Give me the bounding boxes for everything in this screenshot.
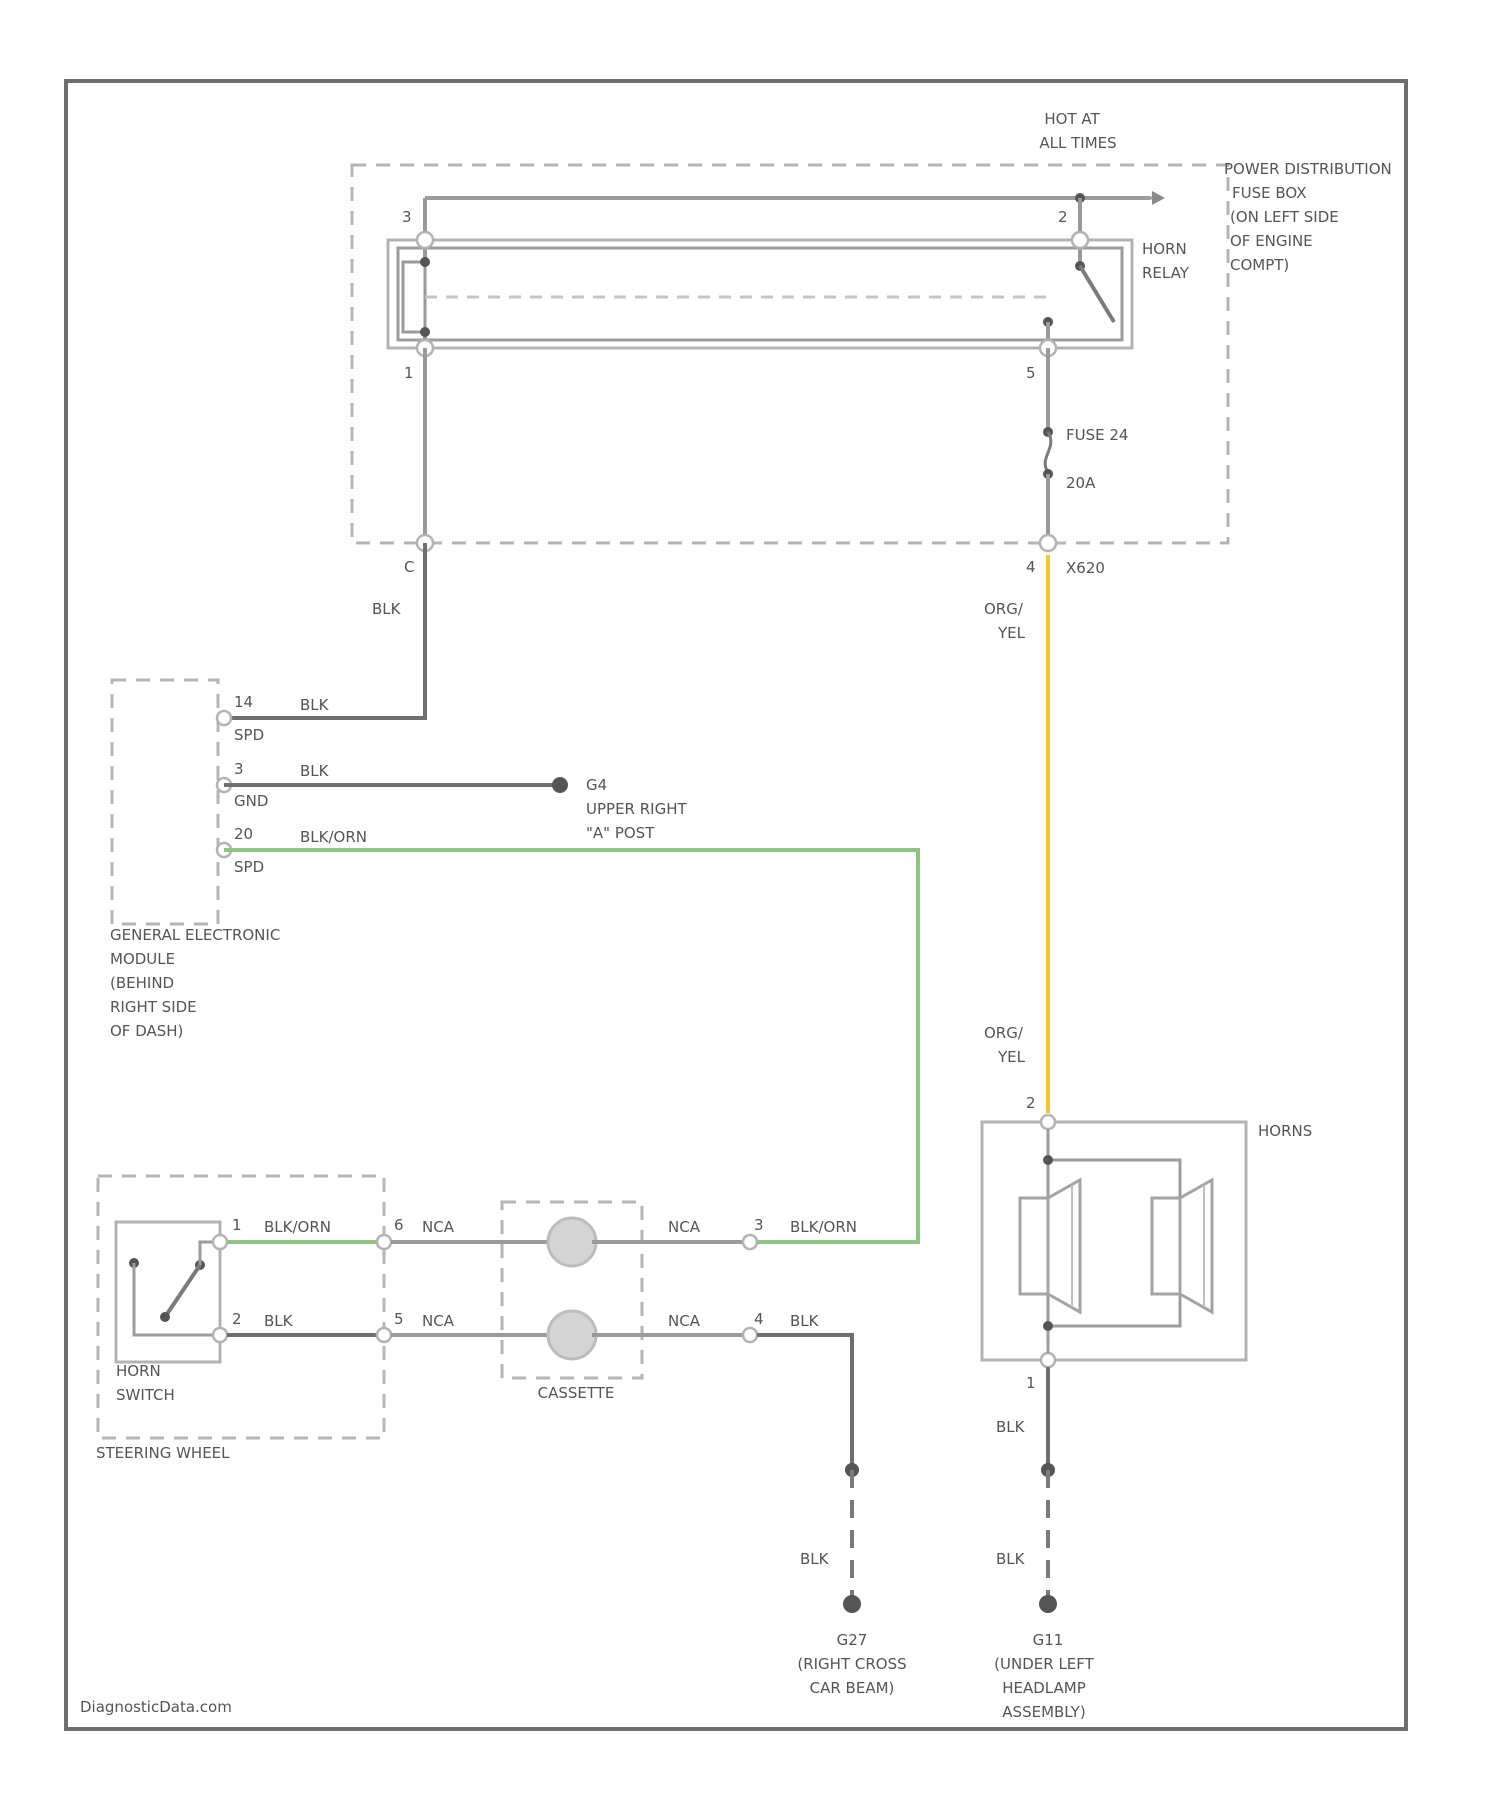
watermark: DiagnosticData.com	[80, 1698, 232, 1716]
ground-g27-loc-1: (RIGHT CROSS	[797, 1655, 906, 1673]
pin-relay-3: 3	[402, 208, 412, 226]
gem-label-3: (BEHIND	[110, 974, 174, 992]
wire-org-yel-bot-2: YEL	[997, 1048, 1026, 1066]
wire-blk-orn-gem: BLK/ORN	[300, 828, 367, 846]
ground-g11-label: G11	[1033, 1631, 1064, 1649]
ground-g27-label: G27	[837, 1631, 868, 1649]
ground-g11-loc-2: HEADLAMP	[1002, 1679, 1086, 1697]
ground-g4-loc-1: UPPER RIGHT	[586, 800, 687, 818]
pin-gem-14: 14	[234, 693, 253, 711]
horn-switch-label-1: HORN	[116, 1362, 161, 1380]
gem-label-1: GENERAL ELECTRONIC	[110, 926, 280, 944]
wire-nca-1: NCA	[422, 1218, 455, 1236]
pin-pdc-4: 4	[1026, 558, 1036, 576]
horn-switch-label-2: SWITCH	[116, 1386, 175, 1404]
horns-label: HORNS	[1258, 1122, 1312, 1140]
pin-switch-1: 1	[232, 1216, 242, 1234]
pin-horns-1: 1	[1026, 1374, 1036, 1392]
pdc-label-3: (ON LEFT SIDE	[1230, 208, 1339, 226]
wire-blk-gem-14: BLK	[300, 696, 330, 714]
feed-arrow-icon	[1152, 191, 1165, 205]
horn-relay-box	[388, 240, 1132, 348]
pdc-label-5: COMPT)	[1230, 256, 1289, 274]
wire-blk-pdc: BLK	[372, 600, 402, 618]
wire-org-yel-top-1: ORG/	[984, 600, 1024, 618]
horn-left-icon	[1020, 1180, 1080, 1312]
wire-blk-orn-cassette: BLK/ORN	[790, 1218, 857, 1236]
gem-label-4: RIGHT SIDE	[110, 998, 197, 1016]
pdc-label-2: FUSE BOX	[1232, 184, 1307, 202]
pin-relay-2: 2	[1058, 208, 1068, 226]
wire-blk-g27: BLK	[800, 1550, 830, 1568]
pin-gem-3: 3	[234, 760, 244, 778]
sig-gem-14: SPD	[234, 726, 264, 744]
ground-g4-loc-2: "A" POST	[586, 824, 655, 842]
wire-blk-switch: BLK	[264, 1312, 294, 1330]
wire-nca-3: NCA	[668, 1218, 701, 1236]
pdc-label-4: OF ENGINE	[1230, 232, 1313, 250]
relay-coil-icon	[403, 262, 425, 332]
steering-wheel-label: STEERING WHEEL	[96, 1444, 230, 1462]
ground-g11-loc-3: ASSEMBLY)	[1002, 1703, 1085, 1721]
clockspring-coil-1-icon	[548, 1218, 596, 1266]
hot-at-line-1: HOT AT	[1044, 110, 1100, 128]
ground-g4-label: G4	[586, 776, 607, 794]
sig-gem-3: GND	[234, 792, 268, 810]
pin-switch-2: 2	[232, 1310, 242, 1328]
pin-pdc-c: C	[404, 558, 414, 576]
fuse-label: FUSE 24	[1066, 426, 1128, 444]
ground-g4-dot	[552, 777, 568, 793]
wire-org-yel-bot-1: ORG/	[984, 1024, 1024, 1042]
gem-label-2: MODULE	[110, 950, 175, 968]
sig-gem-20: SPD	[234, 858, 264, 876]
ground-g27-dot	[843, 1595, 861, 1613]
horns-box	[982, 1122, 1246, 1360]
wire-blk-horn-1: BLK	[996, 1418, 1026, 1436]
fuse-amps: 20A	[1066, 474, 1096, 492]
ground-g27-loc-2: CAR BEAM)	[810, 1679, 895, 1697]
wire-org-yel-top-2: YEL	[997, 624, 1026, 642]
fuse-icon	[1045, 432, 1051, 472]
pin-gem-20: 20	[234, 825, 253, 843]
hot-at-line-2: ALL TIMES	[1039, 134, 1116, 152]
wire-nca-4: NCA	[668, 1312, 701, 1330]
pin-ck-6a: 6	[394, 1216, 404, 1234]
diagram-frame	[66, 81, 1406, 1729]
wire-blk-horn-2: BLK	[996, 1550, 1026, 1568]
pin-ck-4: 4	[754, 1310, 764, 1328]
ground-g11-loc-1: (UNDER LEFT	[994, 1655, 1094, 1673]
gem-label-5: OF DASH)	[110, 1022, 183, 1040]
horn-relay-label-2: RELAY	[1142, 264, 1190, 282]
power-distribution-box	[352, 165, 1228, 543]
wire-nca-2: NCA	[422, 1312, 455, 1330]
pin-relay-5: 5	[1026, 364, 1036, 382]
horn-relay-label-1: HORN	[1142, 240, 1187, 258]
pin-relay-1: 1	[404, 364, 414, 382]
wire-blk-orn-switch: BLK/ORN	[264, 1218, 331, 1236]
horn-switch-icon	[165, 1265, 200, 1317]
pdc-label-1: POWER DISTRIBUTION	[1224, 160, 1392, 178]
relay-switch-icon	[1080, 266, 1114, 322]
general-electronic-module	[112, 680, 218, 924]
wire-blk-cassette: BLK	[790, 1312, 820, 1330]
pdc-connector-label: X620	[1066, 559, 1105, 577]
ground-g11-dot	[1039, 1595, 1057, 1613]
horn-right-icon	[1152, 1180, 1212, 1312]
pin-ck-3: 3	[754, 1216, 764, 1234]
wire-blk-gem-3: BLK	[300, 762, 330, 780]
clockspring-coil-2-icon	[548, 1311, 596, 1359]
pin-horns-2: 2	[1026, 1094, 1036, 1112]
pin-ck-6b: 5	[394, 1310, 404, 1328]
cassette-label: CASSETTE	[538, 1384, 615, 1402]
